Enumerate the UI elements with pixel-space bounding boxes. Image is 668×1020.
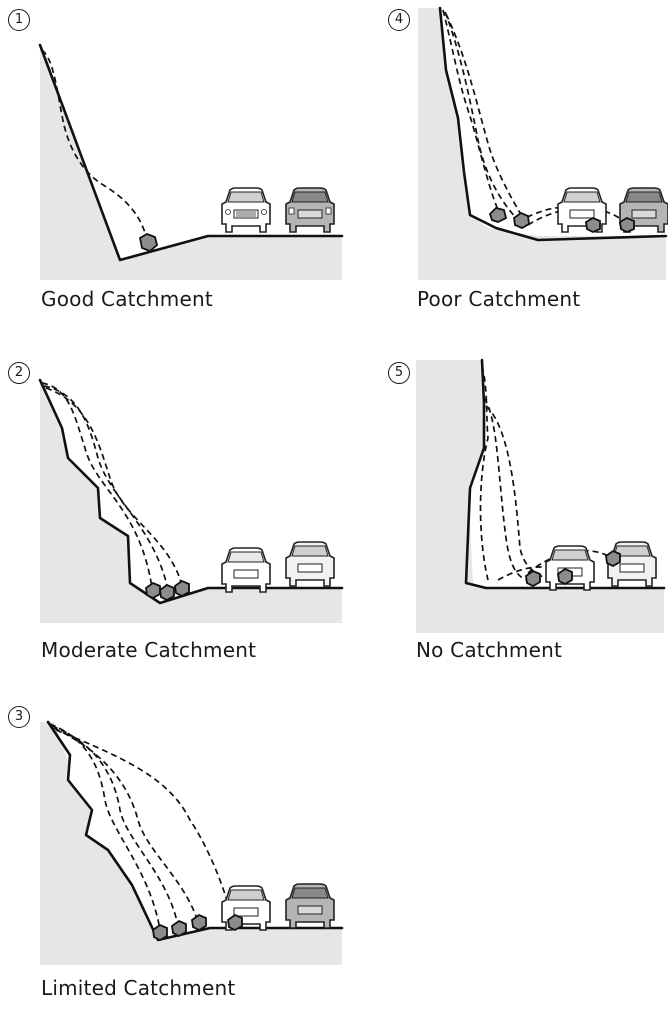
slope-diagram-good xyxy=(38,43,344,280)
car-icon-front xyxy=(221,187,271,233)
panel-caption: Limited Catchment xyxy=(41,976,236,1000)
rock-icon xyxy=(174,579,190,598)
rockfall-trajectory-dashed xyxy=(485,405,557,581)
car-icon-front xyxy=(221,547,271,593)
rockfall-trajectory-dashed xyxy=(43,385,169,591)
rock-icon xyxy=(152,923,168,942)
panel-number-badge: 5 xyxy=(388,362,410,384)
car-icon-rear xyxy=(285,883,335,929)
panel-limited-catchment: 3 Limited Catchment xyxy=(0,700,344,1020)
rockfall-trajectory-dashed xyxy=(497,566,569,581)
slope-profile-line xyxy=(464,358,666,590)
panel-number-badge: 3 xyxy=(8,706,30,728)
rockfall-trajectory-dashed xyxy=(49,723,161,931)
rockfall-trajectory-dashed xyxy=(444,11,521,223)
rock-icon xyxy=(525,569,541,588)
slope-ground-area xyxy=(416,360,664,633)
panel-number-badge: 4 xyxy=(388,9,410,31)
slope-diagram-limited xyxy=(40,720,344,965)
rockfall-trajectory-dashed xyxy=(51,725,179,927)
slope-profile-line xyxy=(38,43,344,262)
car-icon-rear xyxy=(285,187,335,233)
panel-good-catchment: 1 Good Catchment xyxy=(0,0,344,320)
rock-icon xyxy=(619,216,635,233)
slope-ground-area xyxy=(40,380,342,623)
rockfall-trajectory-dashed xyxy=(45,387,183,587)
panel-number-badge: 1 xyxy=(8,9,30,31)
slope-ground-area xyxy=(40,722,342,965)
rock-icon xyxy=(488,207,508,223)
rockfall-trajectory-dashed xyxy=(479,365,489,581)
rockfall-trajectory-dashed xyxy=(445,13,529,227)
rock-icon xyxy=(557,567,573,586)
rockfall-trajectory-dashed xyxy=(41,382,153,589)
rockfall-trajectory-dashed xyxy=(442,9,499,211)
rock-icon xyxy=(513,211,530,230)
slope-profile-line xyxy=(438,6,668,242)
panel-no-catchment: 5 No Catchment xyxy=(378,358,668,678)
rock-icon xyxy=(605,549,621,568)
slope-ground-area xyxy=(418,8,666,280)
rock-icon xyxy=(585,216,601,233)
panel-poor-catchment: 4 Poor Catchment xyxy=(378,0,668,320)
rock-icon xyxy=(171,919,187,938)
slope-diagram-moderate xyxy=(38,378,344,623)
panel-caption: Moderate Catchment xyxy=(41,638,257,662)
panel-caption: No Catchment xyxy=(416,638,562,662)
rock-icon xyxy=(227,913,243,932)
car-icon-rear xyxy=(607,541,657,587)
rockfall-trajectory-dashed xyxy=(55,729,233,919)
slope-diagram-none xyxy=(416,358,666,633)
car-icon-rear xyxy=(285,541,335,587)
car-icon-front xyxy=(545,545,595,591)
panel-caption: Poor Catchment xyxy=(417,287,581,311)
slope-ground-area xyxy=(40,45,342,280)
rock-icon xyxy=(159,583,175,602)
panel-moderate-catchment: 2 Moderate Catchment xyxy=(0,358,344,678)
rock-icon xyxy=(138,233,159,253)
panel-caption: Good Catchment xyxy=(41,287,213,311)
rockfall-trajectory-dashed xyxy=(483,397,529,581)
rockfall-trajectory-dashed xyxy=(41,49,148,241)
slope-diagram-poor xyxy=(418,6,668,280)
rock-icon xyxy=(191,913,207,932)
panel-number-badge: 2 xyxy=(8,362,30,384)
rock-icon xyxy=(145,581,161,600)
